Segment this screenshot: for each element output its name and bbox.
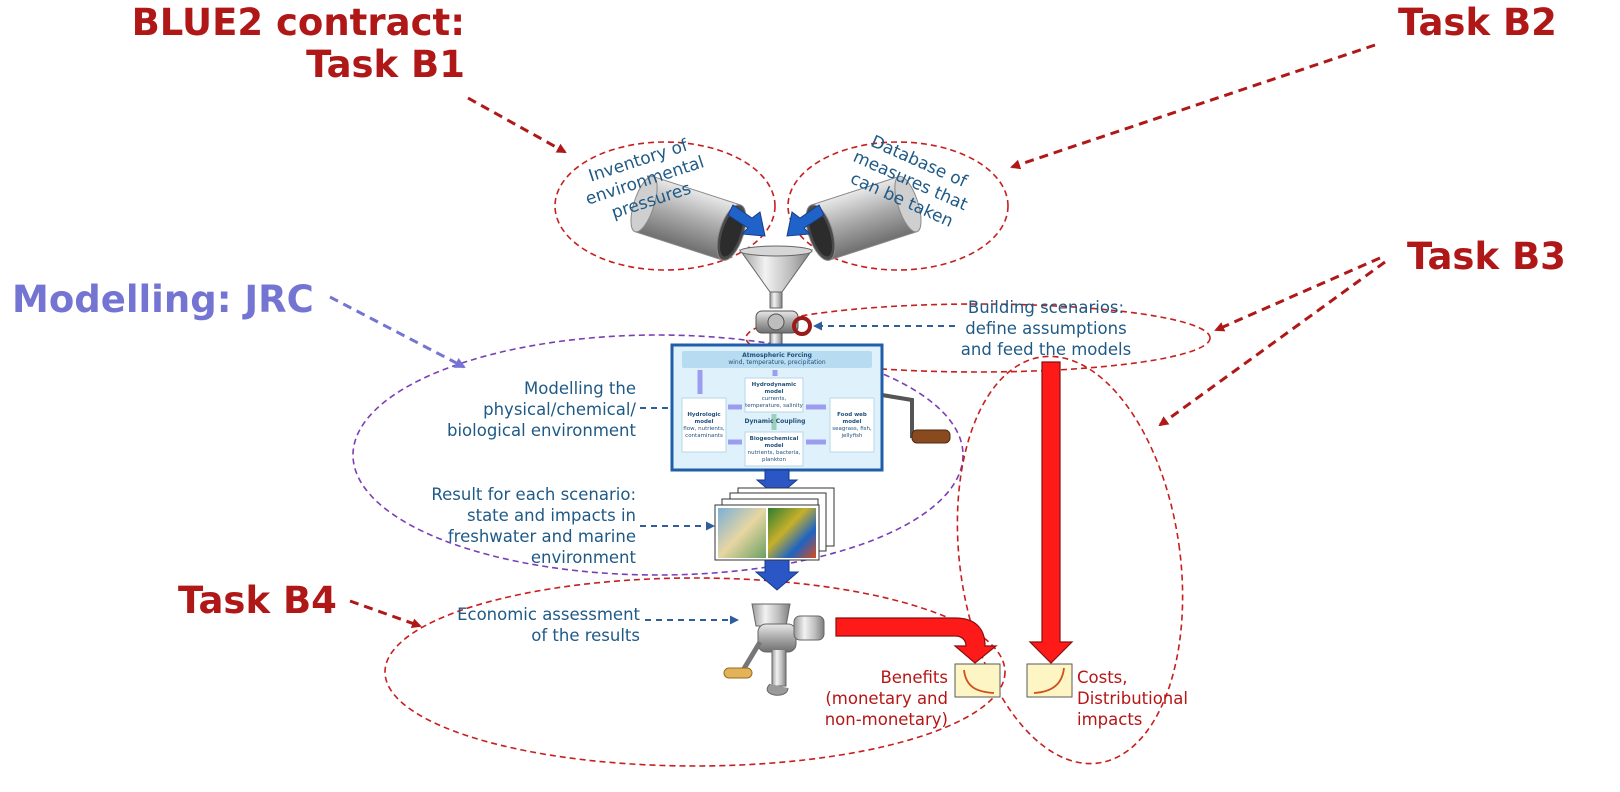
hydrologic-title: Hydrologic model <box>687 412 721 425</box>
result-line: freshwater and marine <box>447 527 636 546</box>
jrc-modelling-ellipse <box>352 334 964 576</box>
benefits-line: (monetary and <box>825 689 948 708</box>
b3-pointer-arrow-a <box>1214 256 1381 332</box>
modelling-env-line: physical/chemical/ <box>483 400 636 419</box>
jrc-pointer-arrow <box>329 295 466 369</box>
result-note: Result for each scenario: state and impa… <box>400 484 636 568</box>
foodweb-block: Food web model seagrass, fish, jellyfish <box>830 412 874 440</box>
modelling-env-line: biological environment <box>447 421 636 440</box>
task-b1-label: Task B1 <box>306 43 465 86</box>
hydrodynamic-title: Hydrodynamic model <box>751 382 797 395</box>
benefits-red-arrow <box>835 617 998 664</box>
scenarios-line: define assumptions <box>965 319 1127 338</box>
result-maps-icon <box>714 487 835 561</box>
atmospheric-sub: wind, temperature, precipitation <box>728 359 826 366</box>
economic-line: of the results <box>531 626 640 645</box>
costs-note: Costs, Distributional impacts <box>1077 667 1217 730</box>
task-b4-label: Task B4 <box>178 579 337 622</box>
costs-line: Distributional <box>1077 689 1188 708</box>
grinder-icon <box>723 603 825 696</box>
b3-scenarios-ellipse <box>745 303 1211 373</box>
foodweb-sub: seagrass, fish, jellyfish <box>832 426 872 439</box>
result-line: environment <box>530 548 636 567</box>
b3-pointer-arrow-b <box>1158 260 1386 427</box>
scenarios-line: and feed the models <box>960 340 1132 359</box>
b2-pointer-arrow <box>1010 43 1376 170</box>
scenarios-note: Building scenarios: define assumptions a… <box>948 297 1144 360</box>
modelling-env-note: Modelling the physical/chemical/ biologi… <box>400 378 636 441</box>
benefits-note: Benefits (monetary and non-monetary) <box>800 667 948 730</box>
result-line: state and impacts in <box>467 506 636 525</box>
modelling-env-line: Modelling the <box>524 379 636 398</box>
b1-bubble-ellipse <box>554 141 776 271</box>
task-b3-label: Task B3 <box>1407 235 1566 278</box>
result-line: Result for each scenario: <box>431 485 636 504</box>
pour-arrow-left-icon <box>727 204 766 237</box>
atmospheric-title: Atmospheric Forcing <box>742 352 812 359</box>
pour-arrow-right-icon <box>786 204 825 237</box>
costs-curve-icon <box>1026 663 1073 698</box>
b3-costs-ellipse <box>956 355 1184 765</box>
hydrodynamic-sub: currents, temperature, salinity <box>745 396 803 409</box>
costs-line: Costs, <box>1077 668 1128 687</box>
biogeochemical-block: Biogeochemical model nutrients, bacteria… <box>745 436 803 464</box>
task-b2-label: Task B2 <box>1398 1 1557 44</box>
foodweb-title: Food web model <box>837 412 867 425</box>
hydrodynamic-block: Hydrodynamic model currents, temperature… <box>745 382 803 410</box>
dynamic-coupling-label: Dynamic Coupling <box>744 418 806 425</box>
benefits-line: non-monetary) <box>824 710 948 729</box>
flow-arrow-2-icon <box>754 559 800 591</box>
biogeochemical-sub: nutrients, bacteria, plankton <box>747 450 801 463</box>
b4-economic-ellipse <box>384 577 1006 767</box>
benefits-line: Benefits <box>880 668 948 687</box>
costs-line: impacts <box>1077 710 1143 729</box>
atmospheric-forcing-block: Atmospheric Forcing wind, temperature, p… <box>682 352 872 366</box>
b2-bubble-ellipse <box>787 141 1009 271</box>
scenarios-line: Building scenarios: <box>967 298 1125 317</box>
b1-pointer-arrow <box>467 96 567 154</box>
crank-handle-icon <box>881 393 951 444</box>
benefits-curve-icon <box>954 663 1001 698</box>
economic-line: Economic assessment <box>457 605 640 624</box>
valve-icon <box>755 310 812 346</box>
hydrologic-block: Hydrologic model flow, nutrients, contam… <box>682 412 726 440</box>
funnel-icon <box>739 245 813 309</box>
modelling-jrc-label: Modelling: JRC <box>12 278 314 321</box>
model-box <box>670 343 884 472</box>
blue2-contract-label: BLUE2 contract: <box>131 1 465 44</box>
costs-red-arrow <box>1028 361 1074 664</box>
economic-note: Economic assessment of the results <box>440 604 640 646</box>
hydrologic-sub: flow, nutrients, contaminants <box>683 426 725 439</box>
biogeochemical-title: Biogeochemical model <box>749 436 799 449</box>
b4-pointer-arrow <box>349 599 422 629</box>
